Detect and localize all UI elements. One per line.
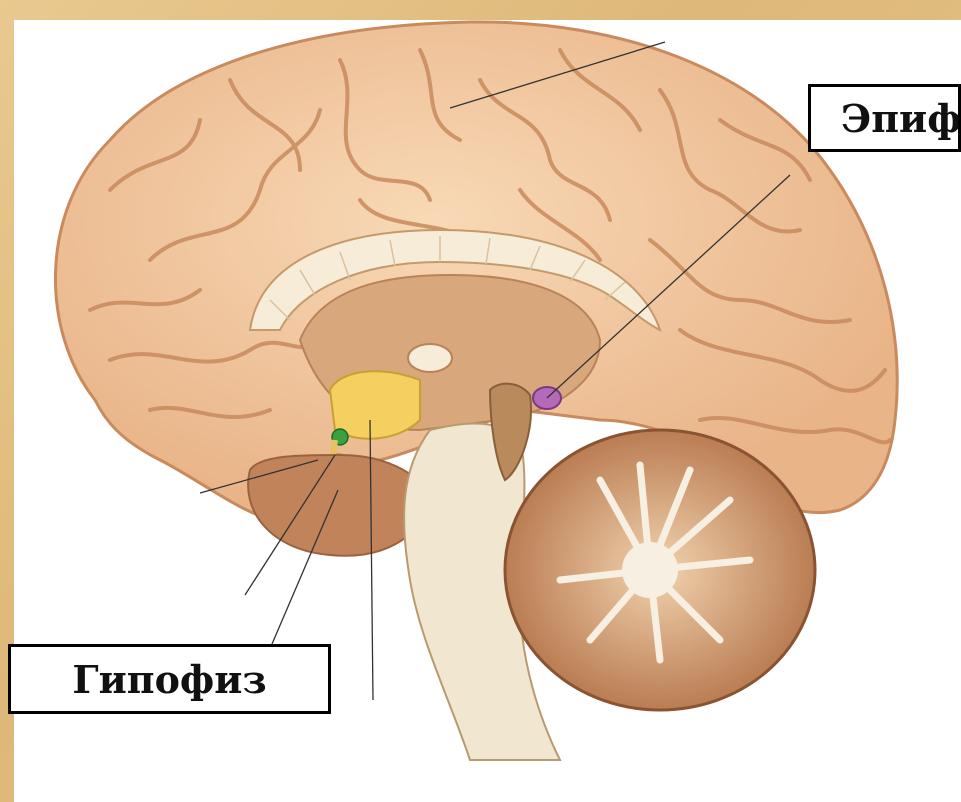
epiphysis-label: Эпиф [808,84,961,152]
hypothalamus [330,371,420,438]
interthalamic-adhesion [408,344,452,372]
hypophysis-label: Гипофиз [8,644,331,714]
temporal-lobe [248,455,430,556]
